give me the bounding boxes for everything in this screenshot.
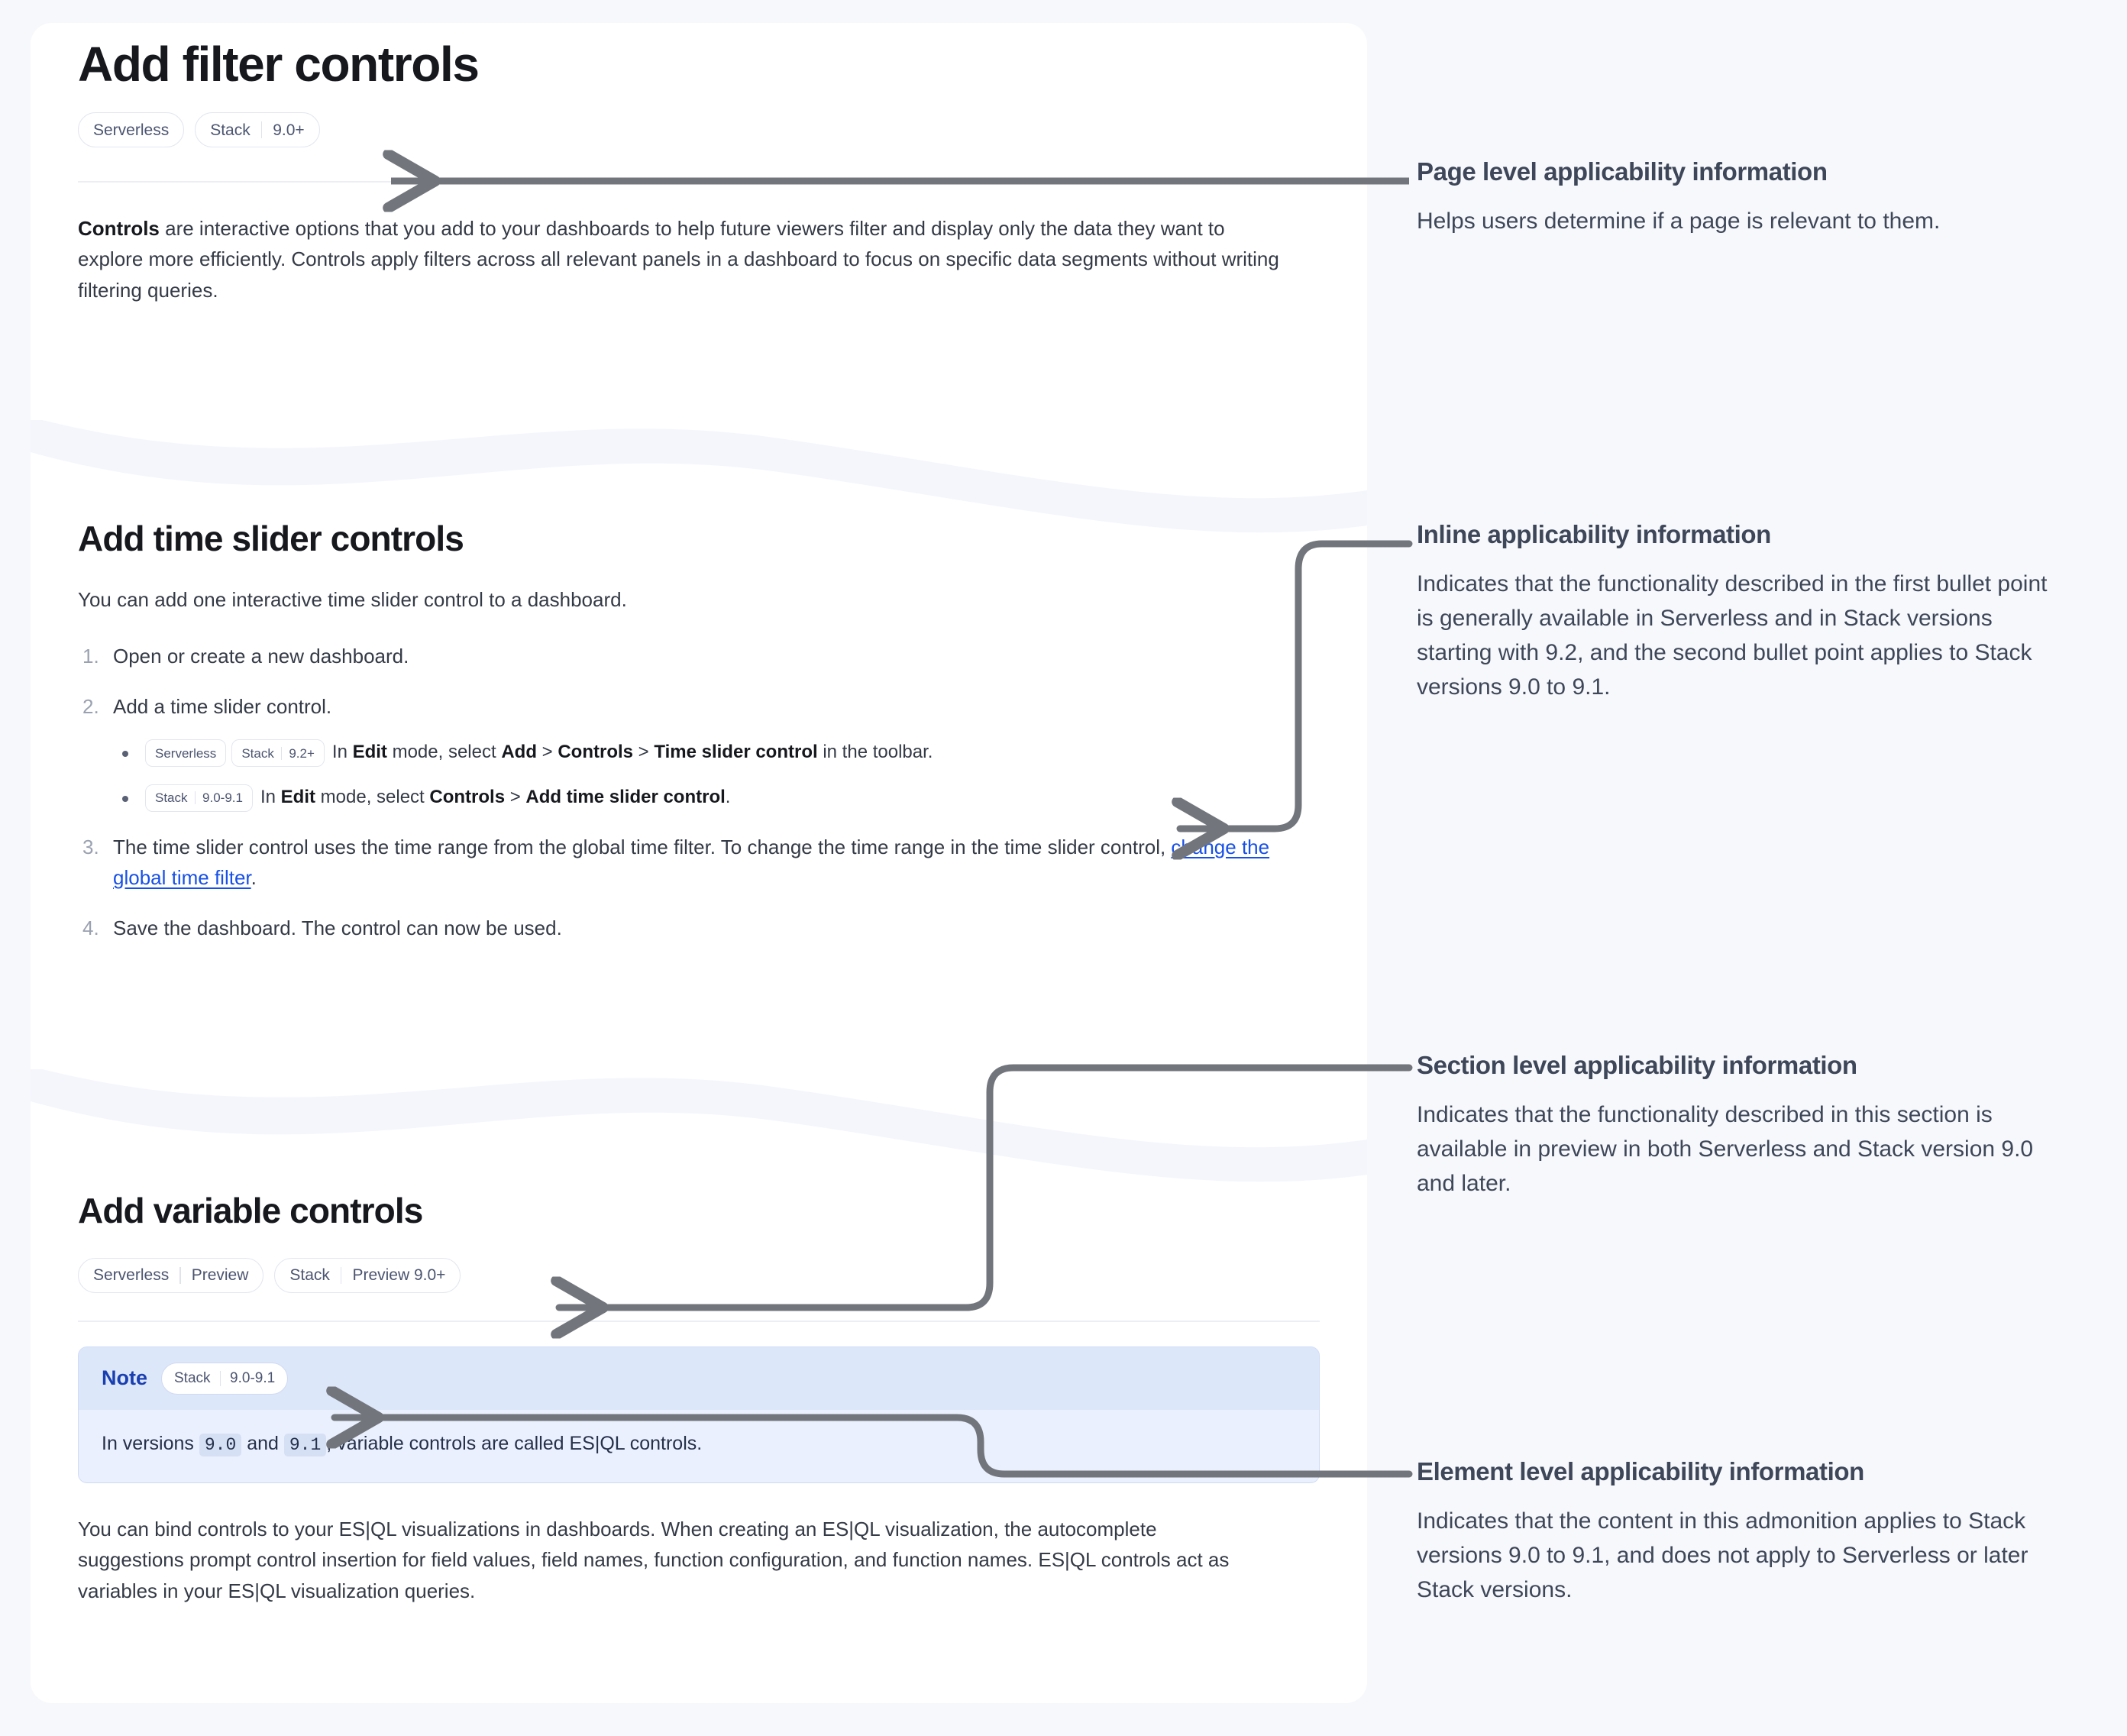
- time-slider-section: Add time slider controls You can add one…: [31, 519, 1367, 964]
- badge-segment-version: 9.2+: [289, 745, 315, 761]
- note-label: Note: [102, 1366, 147, 1390]
- step-item: Open or create a new dashboard.: [78, 641, 1320, 672]
- intro-paragraph: Controls are interactive options that yo…: [78, 213, 1292, 305]
- note-body: In versions 9.0 and 9.1, variable contro…: [79, 1409, 1319, 1483]
- badge-divider: [179, 1266, 181, 1284]
- badge-segment-label: Serverless: [155, 745, 217, 761]
- badge-segment-label: Stack: [155, 790, 188, 806]
- documentation-card: Add filter controls Serverless Stack 9.0…: [31, 23, 1367, 1703]
- bullet-rich-text: In Edit mode, select Controls > Add time…: [260, 787, 731, 808]
- inline-applicability-bullets: Serverless Stack 9.2+ In Edit mode, sele…: [113, 739, 1320, 812]
- badge-segment-version: 9.0+: [273, 121, 305, 139]
- inline-badges-1: Serverless Stack 9.2+: [145, 739, 325, 768]
- step-text: Open or create a new dashboard.: [113, 644, 409, 668]
- badge-stack-preview[interactable]: Stack Preview 9.0+: [274, 1257, 461, 1293]
- annotation-section-level: Section level applicability information …: [1417, 1050, 2058, 1201]
- page-header-section: Add filter controls Serverless Stack 9.0…: [31, 37, 1367, 305]
- bullet-rich-text: In Edit mode, select Add > Controls > Ti…: [331, 742, 933, 763]
- note-header: Note Stack 9.0-9.1: [79, 1346, 1319, 1410]
- list-item: Serverless Stack 9.2+ In Edit mode, sele…: [113, 739, 1320, 768]
- note-admonition: Note Stack 9.0-9.1 In versions 9.0 and 9…: [78, 1346, 1320, 1484]
- badge-divider: [194, 791, 196, 805]
- annotation-body: Helps users determine if a page is relev…: [1417, 208, 1941, 234]
- header-divider: [78, 181, 1320, 183]
- annotation-title: Inline applicability information: [1417, 520, 1771, 548]
- annotation-body: Indicates that the functionality describ…: [1417, 571, 2048, 700]
- annotation-body: Indicates that the content in this admon…: [1417, 1508, 2028, 1602]
- section-applicability-badges: Serverless Preview Stack Preview 9.0+: [78, 1257, 1320, 1293]
- annotation-inline: Inline applicability information Indicat…: [1417, 519, 2058, 704]
- badge-stack[interactable]: Stack 9.0-9.1: [145, 784, 253, 812]
- badge-stack[interactable]: Stack 9.2+: [231, 739, 325, 768]
- badge-serverless-preview[interactable]: Serverless Preview: [78, 1257, 264, 1293]
- section-title-variable-controls: Add variable controls: [78, 1191, 423, 1230]
- badge-segment-label: Stack: [174, 1370, 211, 1387]
- annotation-title: Section level applicability information: [1417, 1051, 1857, 1079]
- badge-divider: [340, 1266, 342, 1284]
- step-text: Save the dashboard. The control can now …: [113, 916, 562, 940]
- badge-serverless[interactable]: Serverless: [78, 112, 185, 148]
- badge-segment-version: 9.0-9.1: [230, 1370, 276, 1387]
- variable-controls-paragraph: You can bind controls to your ES|QL visu…: [78, 1518, 1230, 1602]
- list-item: Stack 9.0-9.1 In Edit mode, select Contr…: [113, 784, 1320, 812]
- badge-divider: [219, 1370, 221, 1386]
- section-title-time-slider: Add time slider controls: [78, 519, 464, 558]
- annotation-page-level: Page level applicability information Hel…: [1417, 157, 2058, 238]
- variable-controls-section: Add variable controls Serverless Preview…: [31, 1191, 1367, 1606]
- step-item: Add a time slider control. Serverless St…: [78, 691, 1320, 812]
- step-item: Save the dashboard. The control can now …: [78, 913, 1320, 944]
- badge-segment-version: 9.0-9.1: [202, 790, 243, 806]
- badge-segment-label: Stack: [241, 745, 274, 761]
- badge-divider: [260, 121, 263, 139]
- intro-rest: are interactive options that you add to …: [78, 217, 1279, 302]
- badge-segment-lifecycle: Preview: [191, 1266, 249, 1285]
- page-title: Add filter controls: [78, 37, 480, 92]
- badge-stack[interactable]: Stack 9.0-9.1: [161, 1362, 289, 1395]
- page-applicability-badges: Serverless Stack 9.0+: [78, 112, 1320, 148]
- intro-lead: Controls: [78, 217, 160, 241]
- wave-separator-2: [31, 1069, 1367, 1182]
- time-slider-steps: Open or create a new dashboard. Add a ti…: [78, 641, 1320, 944]
- badge-segment-label: Serverless: [93, 121, 170, 139]
- badge-segment-lifecycle-version: Preview 9.0+: [352, 1266, 446, 1285]
- step-text-after-link: .: [251, 866, 257, 890]
- badge-serverless[interactable]: Serverless: [145, 739, 227, 768]
- inline-badges-2: Stack 9.0-9.1: [145, 784, 253, 812]
- time-slider-intro: You can add one interactive time slider …: [78, 587, 627, 611]
- badge-segment-label: Serverless: [93, 1266, 170, 1285]
- annotation-body: Indicates that the functionality describ…: [1417, 1101, 2034, 1196]
- step-text-before-link: The time slider control uses the time ra…: [113, 835, 1172, 858]
- step-item: The time slider control uses the time ra…: [78, 832, 1285, 894]
- annotation-title: Element level applicability information: [1417, 1457, 1864, 1485]
- annotation-title: Page level applicability information: [1417, 157, 1828, 186]
- badge-stack[interactable]: Stack 9.0+: [195, 112, 320, 148]
- step-text: Add a time slider control.: [113, 695, 332, 719]
- badge-segment-label: Stack: [289, 1266, 330, 1285]
- section-divider: [78, 1320, 1320, 1322]
- annotation-element-level: Element level applicability information …: [1417, 1456, 2058, 1607]
- badge-divider: [280, 746, 283, 760]
- badge-segment-label: Stack: [210, 121, 251, 139]
